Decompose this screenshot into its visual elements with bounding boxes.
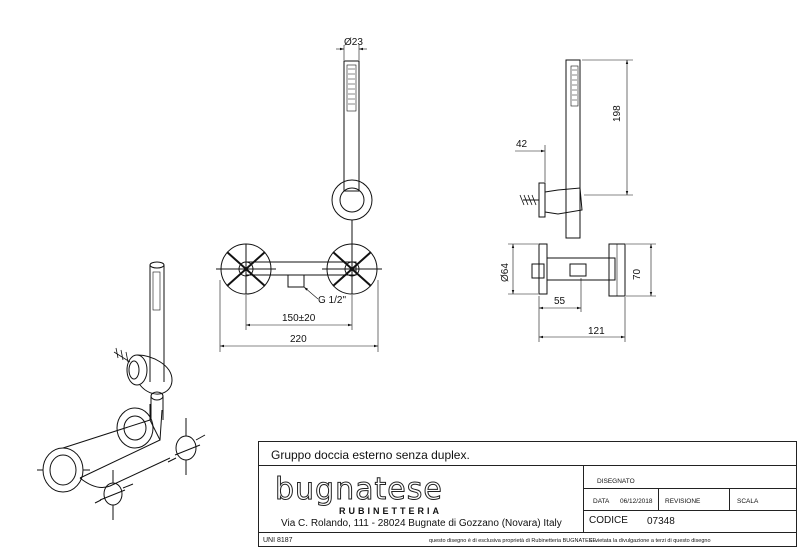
- copyright-note: questo disegno è di esclusiva proprietà …: [429, 538, 598, 544]
- dim-handle-depth: [538, 278, 582, 312]
- disclosure-note: E' vietata la divulgazione a terzi di qu…: [589, 538, 711, 544]
- brand-logo: bugnatese: [275, 472, 443, 508]
- label-pipe-thread: G 1/2": [318, 295, 347, 306]
- front-hand-shower: [331, 60, 373, 248]
- disegnato-label: DISEGNATO: [597, 478, 635, 485]
- side-hand-shower: [519, 59, 583, 239]
- dim-shower-height: [582, 59, 633, 196]
- dim-overall-width: [219, 280, 379, 352]
- drawing-title: Gruppo doccia esterno senza duplex.: [271, 448, 470, 462]
- label-wall-offset: 42: [516, 139, 528, 150]
- side-mixer-body: [531, 243, 626, 297]
- label-overall-depth: 121: [588, 326, 605, 337]
- iso-wall-holder: [113, 347, 173, 395]
- label-body-height: 70: [632, 268, 643, 280]
- brand-subtitle: RUBINETTERIA: [339, 506, 442, 516]
- isometric-view: [37, 261, 206, 520]
- iso-mixer-body: [37, 404, 206, 520]
- scale-label: SCALA: [737, 498, 759, 505]
- dim-shower-diameter: [336, 45, 367, 60]
- revision-label: REVISIONE: [665, 498, 701, 505]
- dim-wall-offset: [515, 145, 546, 182]
- title-block: Gruppo doccia esterno senza duplex. bugn…: [258, 441, 797, 547]
- front-view: [216, 45, 382, 352]
- code-value: 07348: [647, 516, 675, 527]
- side-view: [508, 59, 656, 342]
- date-label: DATA: [593, 498, 610, 505]
- label-shower-height: 198: [612, 105, 623, 122]
- label-handle-depth: 55: [554, 296, 566, 307]
- dim-center-distance: [245, 295, 353, 330]
- date-value: 06/12/2018: [620, 498, 653, 505]
- iso-hand-shower: [149, 261, 165, 420]
- dim-flange-diameter: [508, 243, 538, 295]
- dim-body-height: [626, 243, 656, 297]
- label-flange-diameter: Ø64: [500, 263, 511, 282]
- label-shower-diameter: Ø23: [344, 37, 363, 48]
- label-overall-width: 220: [290, 334, 307, 345]
- standard-reference: UNI 8187: [263, 537, 293, 544]
- front-mixer-body: [216, 243, 382, 295]
- label-center-distance: 150±20: [282, 313, 316, 324]
- company-address: Via C. Rolando, 111 - 28024 Bugnate di G…: [281, 518, 562, 529]
- code-label: CODICE: [589, 515, 628, 526]
- dim-overall-depth: [538, 297, 626, 342]
